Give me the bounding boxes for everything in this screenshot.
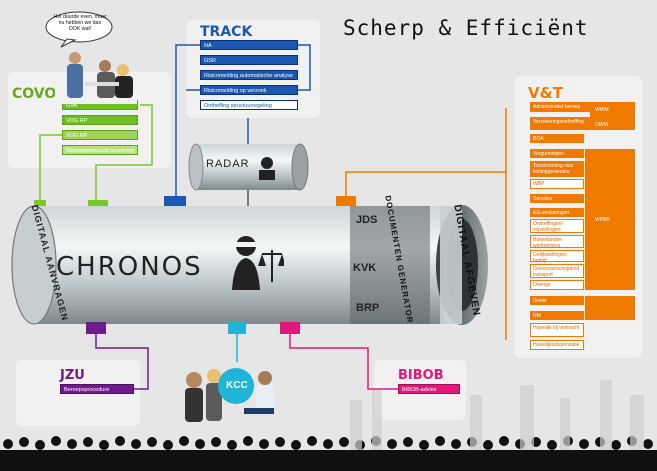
justice-icon [261, 157, 273, 169]
roll-brp: BRP [356, 302, 380, 314]
track-item-risk-auto: Risicomelding automatische analyse [200, 70, 298, 80]
vt-item: Gratie [530, 296, 584, 305]
covog-item-screening: Signaalgestuurde screening [62, 145, 138, 155]
vt-item: Buitenlandse werknemers [530, 235, 584, 249]
vt-item: Ontheffingen/ vrijstellingen [530, 219, 584, 233]
covog-item-vog-rp: VOG RP [62, 115, 138, 125]
track-title: TRACK [200, 24, 253, 40]
office-workers-illustration [55, 52, 137, 104]
vt-item: Gelijkstellingen bedrijf [530, 250, 584, 264]
jzu-port [86, 322, 106, 334]
vt-group-owm: OWM [595, 122, 608, 128]
vt-title: V&T [528, 84, 563, 102]
kcc-label: KCC [226, 380, 248, 391]
bottom-connectors [86, 322, 398, 390]
vt-item: BOA [530, 134, 584, 143]
vt-item: Huwelijk bij volmacht [530, 323, 584, 337]
vt-group-wpbr: WPBR [595, 217, 610, 223]
vt-item: NM [530, 311, 584, 320]
vt-item: EG-verklaringen [530, 208, 584, 217]
radar-cylinder [188, 143, 309, 212]
kcc-port [228, 322, 246, 334]
kcc-illustration [185, 368, 274, 422]
chronos-left-cap: DIGITAAL AANVRAGEN [29, 203, 71, 323]
vt-wpbr-bracket [585, 149, 635, 290]
track-item-na: NA [200, 40, 298, 50]
vt-item: Vergunningen [530, 149, 584, 158]
vt-item: Grensoverschrijdend transport [530, 264, 584, 278]
track-item-risk-request: Risicomelding op verzoek [200, 85, 298, 95]
vt-item: Verzekeringsontheffing [530, 117, 590, 130]
covog-port-1 [34, 200, 46, 210]
chronos-cylinder [11, 205, 488, 325]
chronos-label: CHRONOS [56, 252, 203, 282]
jzu-title: JZU [60, 368, 85, 383]
roll-jds: JDS [356, 214, 378, 226]
vt-item: Toestemming voor leidinggevenden [530, 161, 584, 177]
vt-item: WBP [530, 179, 584, 189]
roll-kvk: KVK [353, 262, 377, 274]
vt-item: Overige [530, 280, 584, 290]
bibob-title: BIBOB [398, 368, 444, 383]
speech-bubble-text: Het duurde even, maar nu hebben we dan O… [53, 14, 107, 32]
covog-connectors [34, 104, 153, 212]
justice-blindfold-icon [232, 236, 284, 290]
vt-item: Huwelijksdispensatie [530, 340, 584, 350]
crowd-silhouette [0, 436, 657, 471]
vt-group-wwm: WWM [595, 107, 609, 113]
city-skyline [350, 380, 644, 450]
vt-item: Sancties [530, 194, 584, 203]
covog-title: COVOG [12, 86, 68, 102]
kcc-circle [218, 368, 254, 404]
vt-nm-bracket [585, 296, 635, 320]
radar-label: RADAR [206, 158, 250, 170]
covog-item-vog-np: VOG NP [62, 130, 138, 140]
vt-wwm-bracket [590, 102, 635, 130]
jzu-item-beroep: Beroepsprocedure [60, 384, 134, 394]
track-item-exemption: Ontheffing structuurregeling [200, 100, 298, 110]
bibob-port [280, 322, 300, 334]
bibob-item-advies: BIBOB-advies [398, 384, 460, 394]
vt-item: Administratief beroep [530, 102, 590, 112]
page-title: Scherp & Efficiënt [343, 16, 589, 40]
speech-bubble [45, 11, 113, 48]
track-item-gsr: GSR [200, 55, 298, 65]
